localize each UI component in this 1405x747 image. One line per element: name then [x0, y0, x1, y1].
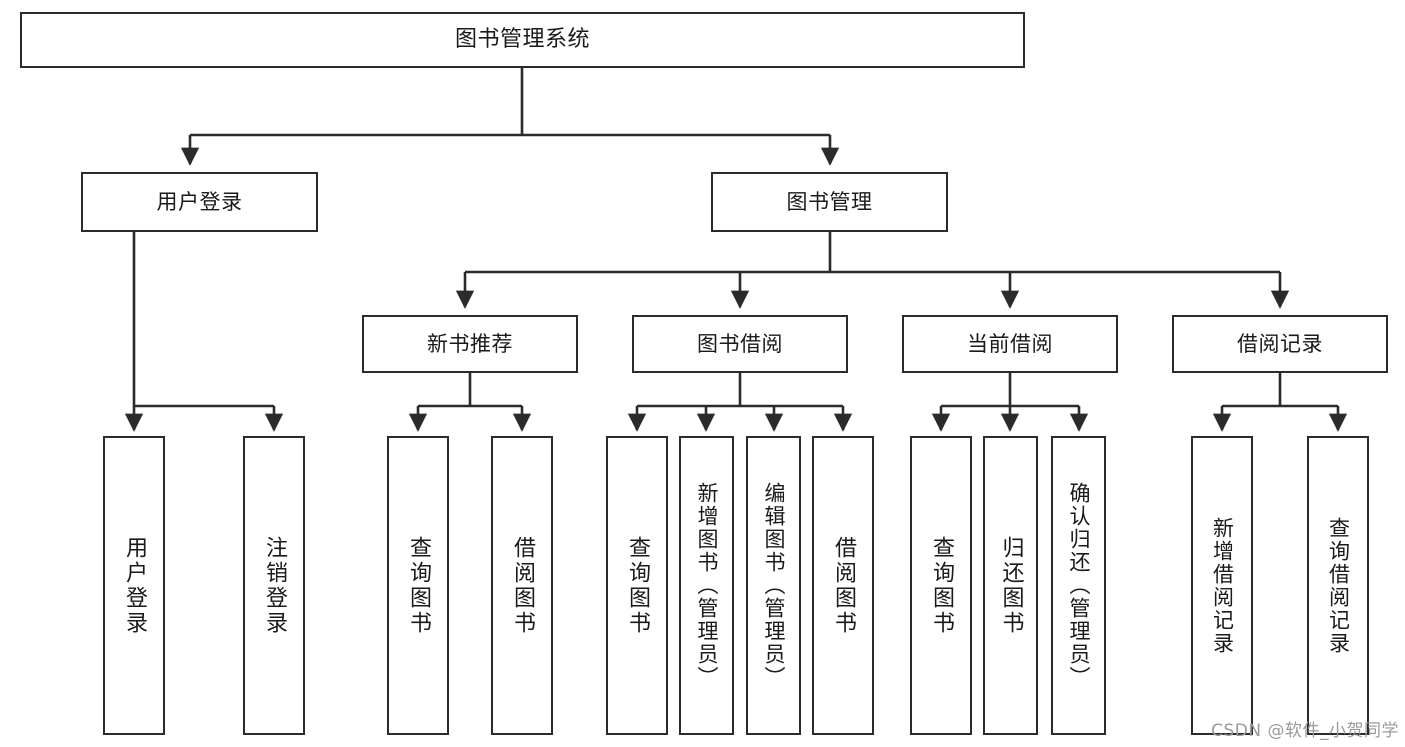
- node-leaf-borrow-book[interactable]: 借阅图书: [812, 436, 874, 735]
- node-label: 新增图书（管理员）: [695, 482, 719, 689]
- node-label: 图书借阅: [697, 331, 783, 356]
- node-leaf-confirm-return-admin[interactable]: 确认归还（管理员）: [1051, 436, 1106, 735]
- node-label: 用户登录: [122, 535, 147, 636]
- node-leaf-return-book[interactable]: 归还图书: [983, 436, 1038, 735]
- node-root-book-management-system[interactable]: 图书管理系统: [20, 12, 1025, 68]
- node-label: 用户登录: [156, 189, 243, 214]
- node-label: 当前借阅: [967, 331, 1053, 356]
- node-label: 图书管理系统: [454, 27, 590, 53]
- node-label: 借阅记录: [1237, 331, 1323, 356]
- node-leaf-edit-book-admin[interactable]: 编辑图书（管理员）: [746, 436, 801, 735]
- node-current-borrow[interactable]: 当前借阅: [902, 315, 1118, 373]
- node-label: 查询图书: [406, 535, 431, 636]
- node-label: 查询图书: [625, 535, 650, 636]
- node-new-book-recommend[interactable]: 新书推荐: [362, 315, 578, 373]
- node-leaf-add-borrow-record[interactable]: 新增借阅记录: [1191, 436, 1253, 735]
- node-label: 新书推荐: [427, 331, 513, 356]
- node-leaf-borrow-book-recommend[interactable]: 借阅图书: [491, 436, 553, 735]
- node-label: 注销登录: [262, 535, 287, 636]
- node-label: 查询借阅记录: [1326, 516, 1351, 655]
- node-label: 新增借阅记录: [1210, 516, 1235, 655]
- node-label: 确认归还（管理员）: [1067, 482, 1091, 689]
- node-leaf-query-borrow-record[interactable]: 查询借阅记录: [1307, 436, 1369, 735]
- node-leaf-query-book-current[interactable]: 查询图书: [910, 436, 972, 735]
- node-label: 查询图书: [929, 535, 954, 636]
- node-label: 归还图书: [998, 535, 1024, 636]
- node-leaf-query-book-recommend[interactable]: 查询图书: [387, 436, 449, 735]
- node-leaf-add-book-admin[interactable]: 新增图书（管理员）: [679, 436, 734, 735]
- node-user-login[interactable]: 用户登录: [81, 172, 318, 232]
- node-label: 编辑图书（管理员）: [762, 482, 786, 689]
- node-leaf-user-login[interactable]: 用户登录: [103, 436, 165, 735]
- node-book-management[interactable]: 图书管理: [711, 172, 948, 232]
- node-label: 借阅图书: [510, 535, 535, 636]
- node-leaf-query-book-borrow[interactable]: 查询图书: [606, 436, 668, 735]
- node-label: 图书管理: [786, 189, 873, 214]
- node-leaf-logout[interactable]: 注销登录: [243, 436, 305, 735]
- node-label: 借阅图书: [831, 535, 856, 636]
- watermark: CSDN @软件_小贺同学: [1211, 721, 1399, 741]
- node-book-borrow[interactable]: 图书借阅: [632, 315, 848, 373]
- node-borrow-record[interactable]: 借阅记录: [1172, 315, 1388, 373]
